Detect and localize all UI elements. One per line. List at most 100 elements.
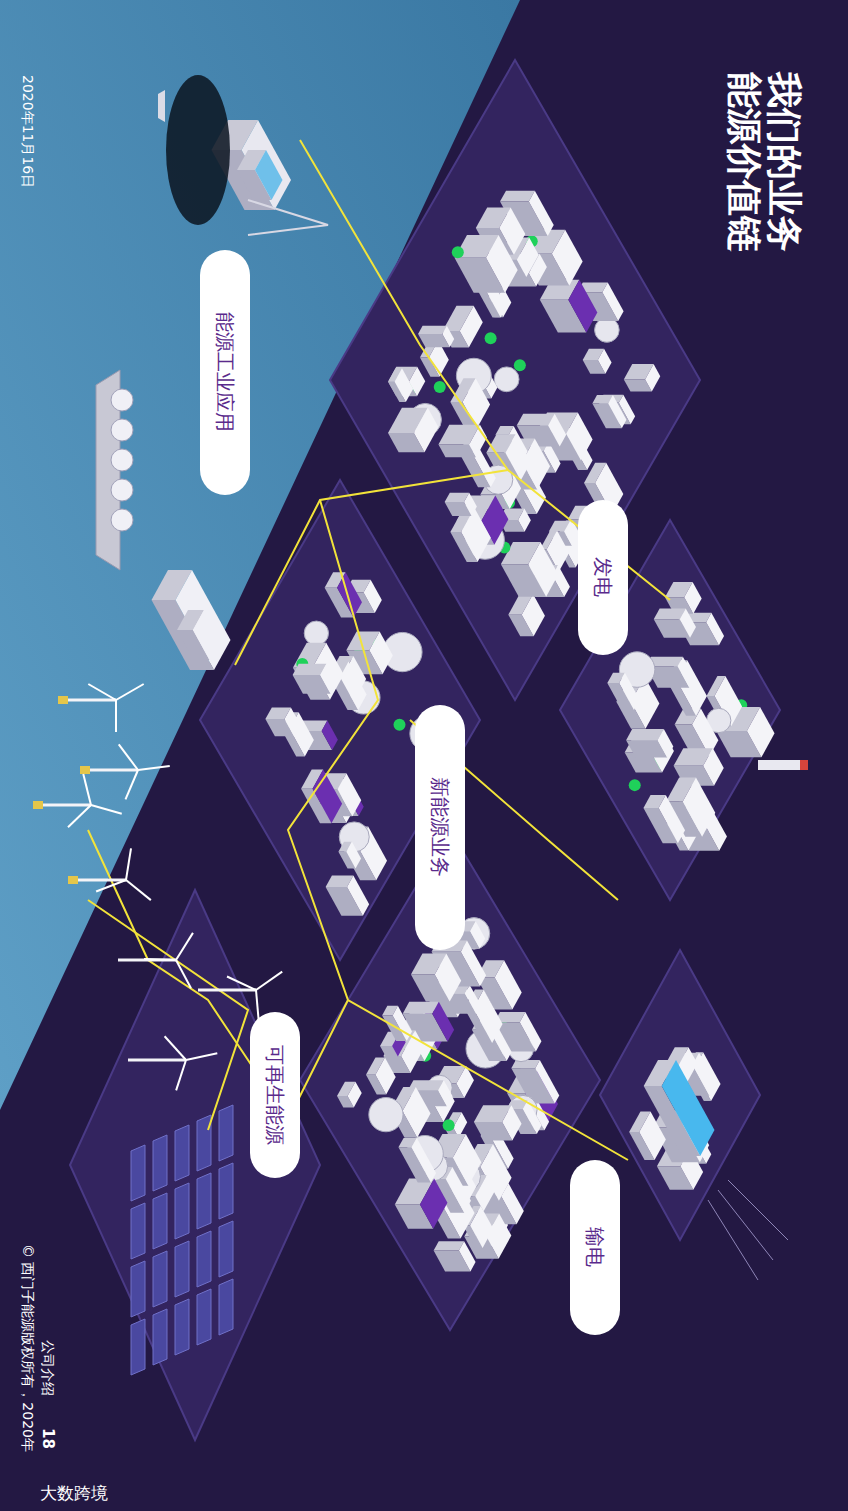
turbine-blade xyxy=(68,805,91,827)
building-roof xyxy=(608,395,626,428)
building-roof xyxy=(470,921,485,948)
value-chain-lines xyxy=(88,140,670,1160)
solar-panel xyxy=(131,1203,145,1259)
solar-panel xyxy=(153,1135,167,1191)
boat xyxy=(158,90,165,122)
buildings xyxy=(152,120,775,1271)
building-roof xyxy=(529,191,554,236)
turbine-base xyxy=(68,876,78,884)
turbine-blade xyxy=(91,805,122,814)
solar-panel xyxy=(131,1261,145,1317)
tank xyxy=(494,367,519,392)
building-roof xyxy=(703,748,724,786)
pill-label: 输电 xyxy=(582,1227,609,1267)
turbine-blade xyxy=(126,848,131,880)
building-roof xyxy=(692,1053,716,1096)
building-roof xyxy=(420,1179,448,1229)
building-roof xyxy=(517,238,539,277)
platform xyxy=(70,890,320,1440)
yellow-line xyxy=(288,500,628,1160)
building-roof xyxy=(284,707,300,736)
solar-panel xyxy=(197,1231,211,1287)
wind-turbines xyxy=(33,684,282,1090)
building-roof xyxy=(619,673,640,710)
building-roof xyxy=(432,1002,454,1042)
solar-panel xyxy=(153,1309,167,1365)
turbine-tower xyxy=(198,989,256,992)
building-roof xyxy=(683,778,715,837)
building-roof xyxy=(403,1087,431,1138)
building-roof xyxy=(313,769,343,823)
pill-label: 能源工业应用 xyxy=(212,312,239,432)
pill-label: 发电 xyxy=(590,557,617,597)
building-roof xyxy=(535,1060,559,1104)
solar-panel xyxy=(219,1163,233,1219)
solar-panel xyxy=(131,1319,145,1375)
turbine-blade xyxy=(176,1060,186,1090)
turbine-blade xyxy=(88,684,116,700)
lng-dome xyxy=(111,479,133,501)
turbine-base xyxy=(80,766,90,774)
turbine-tower xyxy=(118,959,176,962)
chimney xyxy=(758,760,808,770)
building-roof xyxy=(502,1105,521,1140)
building-roof xyxy=(347,875,369,915)
building-roof xyxy=(176,570,231,670)
yellow-line xyxy=(88,830,348,1120)
category-pill: 能源工业应用 xyxy=(200,250,250,495)
footer-text: © 西门子能源版权所有，2020年 xyxy=(18,1244,36,1452)
transmission-wire xyxy=(708,1180,788,1280)
category-pill: 输电 xyxy=(570,1160,620,1335)
building-roof xyxy=(461,940,486,986)
building-roof xyxy=(255,150,283,200)
solar-panel xyxy=(197,1115,211,1171)
building-roof xyxy=(659,795,685,843)
solar-panel xyxy=(175,1241,189,1297)
building-roof xyxy=(486,1213,511,1258)
building-roof xyxy=(662,1060,715,1156)
solar-panel xyxy=(175,1299,189,1355)
tree xyxy=(514,359,526,371)
building-roof xyxy=(469,425,487,457)
turbine-blade xyxy=(119,744,138,770)
tank xyxy=(369,1097,403,1131)
derrick xyxy=(248,200,328,235)
building-side xyxy=(626,729,664,740)
building-roof xyxy=(322,721,338,751)
building-roof xyxy=(684,582,701,614)
building-roof xyxy=(364,580,382,613)
category-pill: 可再生能源 xyxy=(250,1012,300,1178)
chimney-band xyxy=(800,760,808,770)
solar-panel xyxy=(131,1145,145,1201)
building-roof xyxy=(460,306,483,348)
building-roof xyxy=(678,657,695,688)
building-roof xyxy=(348,1082,362,1108)
solar-panel xyxy=(219,1105,233,1161)
building-roof xyxy=(463,378,491,428)
slide-title: 我们的业务 能源价值链 xyxy=(723,72,804,274)
turbine-blade xyxy=(256,972,282,990)
building-roof xyxy=(520,1012,542,1051)
turbine-blade xyxy=(227,976,256,990)
turbine-blade xyxy=(176,933,193,960)
building-side xyxy=(500,191,535,202)
building-roof xyxy=(495,960,522,1009)
turbine-blade xyxy=(138,766,170,770)
platform xyxy=(560,520,780,900)
building-roof xyxy=(442,326,454,347)
solar-panel xyxy=(175,1125,189,1181)
platform xyxy=(600,950,760,1240)
building-roof xyxy=(369,631,393,674)
building-roof xyxy=(522,594,545,636)
lng-dome xyxy=(111,419,133,441)
building-roof xyxy=(566,413,592,461)
building-roof xyxy=(412,1138,436,1183)
building-roof xyxy=(395,368,414,402)
building-roof xyxy=(486,235,518,293)
watermark: 大数跨境 xyxy=(40,1482,108,1505)
building-roof xyxy=(193,610,221,660)
solar-field xyxy=(131,1105,233,1375)
building-roof xyxy=(658,729,674,757)
